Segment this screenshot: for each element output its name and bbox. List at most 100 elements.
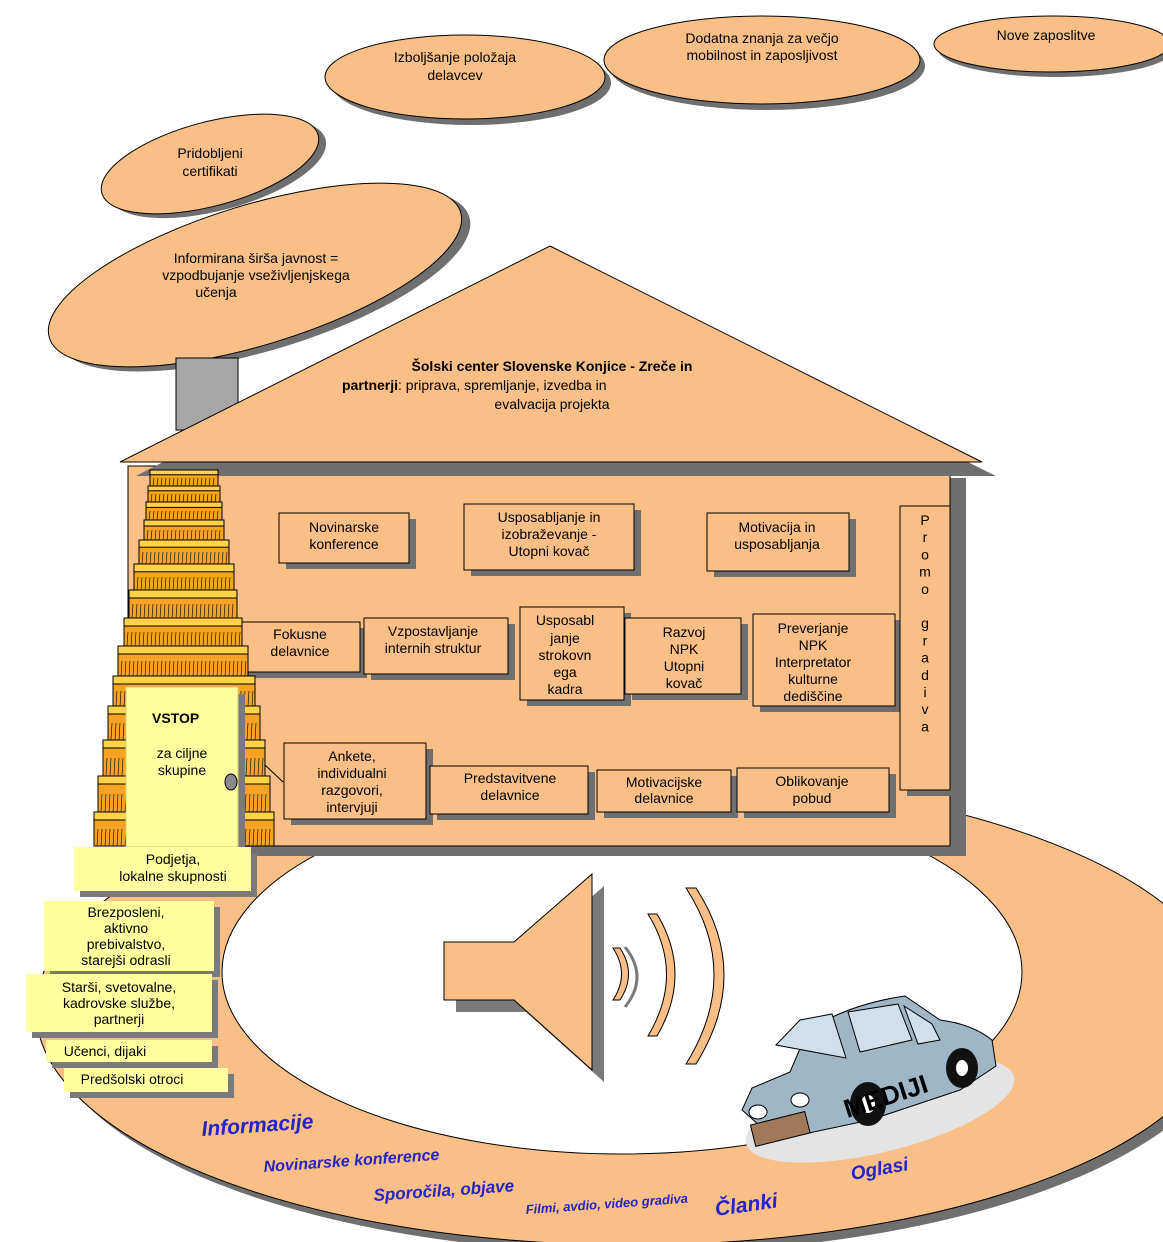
stair-texture [142, 631, 145, 647]
roof-subtitle: evalvacija projekta [494, 396, 609, 412]
stair-texture [150, 631, 153, 647]
stair-texture [168, 510, 171, 521]
stair-texture [172, 510, 175, 521]
stair-texture [165, 551, 168, 565]
svg-text:Preverjanje: Preverjanje [778, 620, 849, 636]
stair-texture [170, 493, 173, 503]
promo-letter: P [920, 512, 929, 528]
stair-texture [126, 631, 129, 647]
svg-text:Fokusne: Fokusne [273, 626, 327, 642]
stair-texture [178, 631, 181, 647]
stair-texture [180, 477, 183, 487]
stair-texture [210, 631, 213, 647]
stair-texture [150, 493, 153, 503]
stair-texture [177, 551, 180, 565]
activity-novinarske-konference: Novinarske konference [278, 512, 416, 569]
stair-texture [184, 510, 187, 521]
stair-top [128, 589, 238, 599]
stair-texture [215, 603, 218, 619]
stair-top [117, 645, 249, 655]
svg-text:Vzpostavljanje: Vzpostavljanje [388, 623, 478, 639]
target-group-podjetja: Podjetja, lokalne skupnosti [74, 847, 257, 897]
stair-texture [188, 510, 191, 521]
target-group-ucenci: Učenci, dijaki [46, 1040, 218, 1068]
stair-texture [183, 603, 186, 619]
svg-text:intervjuji: intervjuji [326, 799, 377, 815]
stair-texture [200, 576, 203, 591]
stair-texture [152, 477, 155, 487]
stair-texture [100, 828, 103, 847]
stair-texture [188, 576, 191, 591]
stair-texture [162, 493, 165, 503]
svg-text:delavnice: delavnice [270, 643, 329, 659]
stair-texture [176, 576, 179, 591]
stair-texture [240, 660, 243, 677]
cloud-text: Informirana širša javnost = [174, 250, 339, 266]
stair-texture [132, 660, 135, 677]
stair-texture [194, 631, 197, 647]
cloud-text: delavcev [427, 67, 482, 83]
stair-texture [264, 793, 267, 813]
svg-text:kadra: kadra [547, 681, 582, 697]
cloud-dodatna-znanja: Dodatna znanja za večjo mobilnost in zap… [603, 15, 925, 110]
activity-fokusne-delavnice: Fokusne delavnice [239, 621, 367, 678]
activity-vzpostavljanje: Vzpostavljanje internih struktur [363, 617, 515, 680]
stair-texture [238, 631, 241, 647]
svg-text:Predstavitvene: Predstavitvene [464, 770, 557, 786]
car-icon: MEDIJI [741, 995, 1015, 1163]
stair-texture [194, 529, 197, 541]
stair-texture [130, 631, 133, 647]
cloud-text: Izboljšanje položaja [394, 49, 516, 65]
stair-texture [212, 660, 215, 677]
stair-texture [115, 690, 118, 707]
cloud-informirana-javnost: Informirana širša javnost = vzpodbujanje… [47, 182, 471, 372]
stair-texture [196, 510, 199, 521]
stair-texture [121, 757, 124, 777]
stair-texture [212, 477, 215, 487]
stair-texture [254, 722, 257, 741]
stair-texture [195, 603, 198, 619]
stair-texture [200, 660, 203, 677]
stair-texture [200, 510, 203, 521]
stair-texture [192, 576, 195, 591]
stair-texture [182, 493, 185, 503]
promo-letter: a [921, 718, 929, 734]
stair-texture [250, 722, 253, 741]
svg-text:kadrovske službe,: kadrovske službe, [63, 995, 175, 1011]
loudspeaker-icon [443, 872, 725, 1082]
activity-razvoj-npk: Razvoj NPK Utopni kovač [624, 617, 748, 700]
stair-texture [208, 660, 211, 677]
door-subtitle: za ciljne [157, 745, 208, 761]
stair-texture [175, 603, 178, 619]
stair-texture [120, 828, 123, 847]
stair-texture [186, 529, 189, 541]
stair-texture [180, 576, 183, 591]
stair-texture [118, 722, 121, 741]
stair-texture [227, 603, 230, 619]
stair-texture [180, 510, 183, 521]
stair-texture [216, 510, 219, 521]
stair-texture [170, 631, 173, 647]
stair-texture [136, 660, 139, 677]
stair-texture [261, 757, 264, 777]
stair-texture [148, 660, 151, 677]
stair-texture [144, 660, 147, 677]
stair-texture [108, 793, 111, 813]
stair-texture [201, 551, 204, 565]
svg-text:Ankete,: Ankete, [328, 748, 375, 764]
stair-texture [158, 529, 161, 541]
stair-texture [198, 529, 201, 541]
stair-texture [204, 477, 207, 487]
svg-text:Starši, svetovalne,: Starši, svetovalne, [62, 979, 176, 995]
stair-texture [160, 660, 163, 677]
stair-texture [156, 477, 159, 487]
stair-texture [171, 603, 174, 619]
stair-texture [176, 510, 179, 521]
promo-letter: o [921, 581, 929, 597]
stair-texture [152, 510, 155, 521]
stair-texture [173, 551, 176, 565]
stair-texture [176, 660, 179, 677]
promo-letter: g [921, 615, 929, 631]
stair-texture [208, 510, 211, 521]
